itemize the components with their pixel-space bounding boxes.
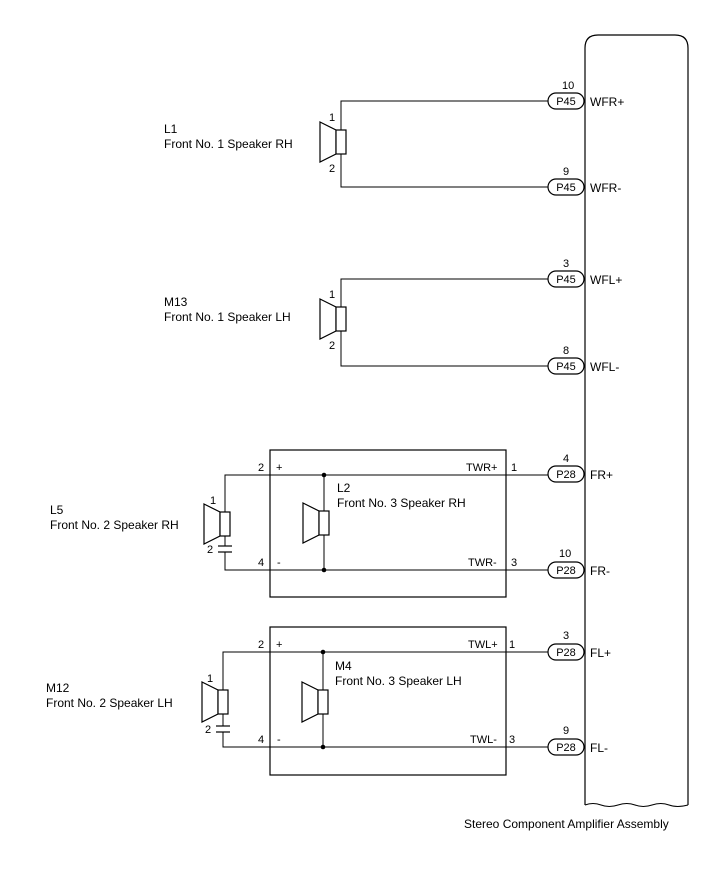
amplifier-body	[584, 34, 689, 805]
connector-terminal: 9 P45 WFR-	[547, 166, 621, 196]
wire-l5-minus	[224, 536, 270, 571]
connector-code: P28	[556, 469, 576, 481]
box-m4-out-plus: TWL+	[468, 639, 498, 651]
speaker-id-m4: M4	[335, 659, 352, 673]
speaker-name-l2: Front No. 3 Speaker RH	[337, 496, 466, 510]
junction-dot	[321, 472, 327, 478]
speaker-name-m13: Front No. 1 Speaker LH	[164, 310, 291, 324]
connector-pin-number: 9	[563, 166, 569, 178]
box-m4-sign-minus: -	[277, 734, 281, 746]
amplifier-cut-edge	[584, 803, 689, 807]
speaker-name-m12: Front No. 2 Speaker LH	[46, 696, 173, 710]
connector-code: P45	[556, 274, 576, 286]
box-l2-out-minus: TWR-	[468, 557, 497, 569]
connector-code: P28	[556, 647, 576, 659]
connector-pin-number: 3	[563, 630, 569, 642]
connector-pin-number: 9	[563, 725, 569, 737]
connector-terminal: 3 P28 FL+	[547, 630, 611, 661]
wire-l5-plus	[224, 474, 270, 512]
connector-pin-number: 4	[563, 453, 569, 465]
speaker-name-l5: Front No. 2 Speaker RH	[50, 518, 179, 532]
speaker-pin-m12-top: 1	[207, 673, 213, 685]
wire-m12-minus	[222, 714, 270, 748]
connector-signal: WFL+	[590, 273, 622, 287]
connector-code: P28	[556, 742, 576, 754]
speaker-name-l1: Front No. 1 Speaker RH	[164, 137, 293, 151]
capacitor-l5	[218, 545, 232, 553]
connector-pin-number: 3	[563, 258, 569, 270]
speaker-pin-l1-top: 1	[329, 112, 335, 124]
connector-terminal: 9 P28 FL-	[547, 725, 608, 756]
wire-wfl-minus	[340, 331, 548, 367]
speaker-id-l5: L5	[50, 503, 64, 517]
box-m4-out-minus: TWL-	[470, 734, 497, 746]
box-m4-pin-plus: 2	[258, 639, 264, 651]
speaker-pin-m13-bottom: 2	[329, 340, 335, 352]
speaker-pin-l1-bottom: 2	[329, 163, 335, 175]
connector-pin-number: 10	[562, 80, 574, 92]
speaker-symbol-l5	[203, 503, 231, 545]
connector-terminal: 8 P45 WFL-	[547, 345, 619, 375]
wire-wfl-plus	[340, 278, 548, 307]
connector-signal: FR-	[590, 564, 610, 578]
wire-wfr-plus	[340, 100, 548, 130]
junction-dot	[320, 744, 326, 750]
connector-terminal: 10 P28 FR-	[547, 548, 610, 579]
tweeter-box-m4	[269, 626, 507, 776]
connector-signal: WFR+	[590, 95, 624, 109]
connector-signal: FR+	[590, 468, 613, 482]
junction-dot	[321, 567, 327, 573]
connector-terminal: 4 P28 FR+	[547, 453, 613, 483]
connector-pin-number: 10	[559, 548, 571, 560]
tweeter-box-l2	[269, 449, 507, 598]
speaker-pin-l5-bottom: 2	[207, 544, 213, 556]
connector-signal: FL+	[590, 646, 611, 660]
wire-wfr-minus	[340, 154, 548, 188]
box-m4-out-plus-pin: 1	[509, 639, 515, 651]
junction-dot	[320, 649, 326, 655]
connector-code: P45	[556, 96, 576, 108]
wire-m12-plus	[222, 651, 270, 690]
speaker-name-m4: Front No. 3 Speaker LH	[335, 674, 462, 688]
connector-code: P45	[556, 182, 576, 194]
speaker-pin-l5-top: 1	[210, 495, 216, 507]
connector-signal: WFR-	[590, 181, 621, 195]
box-l2-out-minus-pin: 3	[511, 557, 517, 569]
connector-terminal: 10 P45 WFR+	[547, 80, 624, 110]
speaker-symbol-m13	[319, 298, 347, 340]
box-m4-sign-plus: +	[276, 639, 282, 651]
speaker-symbol-l1	[319, 121, 347, 163]
box-l2-sign-plus: +	[276, 462, 282, 474]
connector-terminal: 3 P45 WFL+	[547, 258, 622, 288]
speaker-id-l2: L2	[337, 481, 351, 495]
box-l2-out-plus: TWR+	[466, 462, 497, 474]
amplifier-label: Stereo Component Amplifier Assembly	[464, 817, 669, 831]
speaker-id-m12: M12	[46, 681, 70, 695]
speaker-symbol-m12	[201, 681, 229, 723]
box-l2-pin-minus: 4	[258, 557, 264, 569]
speaker-symbol-m4	[301, 681, 329, 723]
box-l2-sign-minus: -	[277, 557, 281, 569]
speaker-pin-m13-top: 1	[329, 289, 335, 301]
speaker-pin-m12-bottom: 2	[205, 724, 211, 736]
box-m4-pin-minus: 4	[258, 734, 264, 746]
connector-signal: FL-	[590, 741, 608, 755]
connector-pin-number: 8	[563, 345, 569, 357]
speaker-symbol-l2	[302, 502, 330, 544]
speaker-id-l1: L1	[164, 122, 178, 136]
connector-signal: WFL-	[590, 360, 619, 374]
box-m4-out-minus-pin: 3	[509, 734, 515, 746]
box-l2-pin-plus: 2	[258, 462, 264, 474]
connector-code: P28	[556, 565, 576, 577]
box-l2-out-plus-pin: 1	[511, 462, 517, 474]
connector-code: P45	[556, 361, 576, 373]
capacitor-m12	[216, 725, 230, 733]
speaker-id-m13: M13	[164, 295, 188, 309]
